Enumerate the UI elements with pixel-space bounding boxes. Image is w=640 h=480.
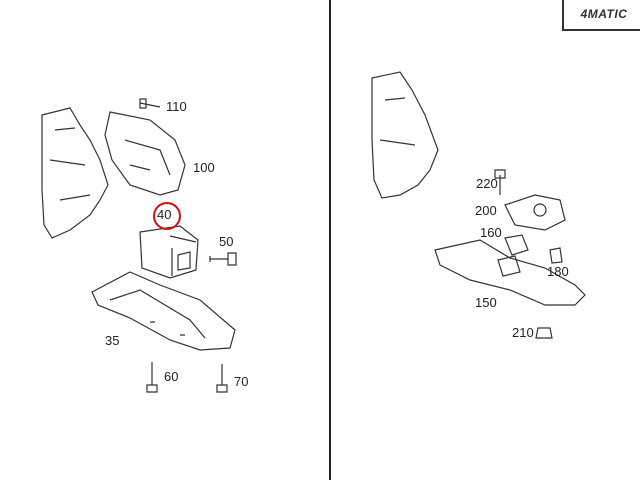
transmission-housing-right	[371, 71, 439, 199]
bolt-60	[146, 362, 158, 393]
part-label-70[interactable]: 70	[234, 374, 249, 389]
part-label-210[interactable]: 210	[512, 325, 534, 340]
part-label-60[interactable]: 60	[164, 369, 179, 384]
part-label-110[interactable]: 110	[166, 99, 187, 114]
highlight-circle-40	[153, 202, 181, 230]
part-label-220[interactable]: 220	[476, 176, 498, 191]
panel-divider	[329, 0, 331, 480]
bolt-110	[139, 98, 161, 109]
part-label-200[interactable]: 200	[475, 203, 497, 218]
part-label-35[interactable]: 35	[105, 333, 120, 348]
part-label-50[interactable]: 50	[219, 234, 234, 249]
part-label-160[interactable]: 160	[480, 225, 502, 240]
transmission-housing-left	[41, 107, 109, 239]
nut-210	[535, 327, 553, 339]
part-180	[549, 247, 563, 264]
4matic-logo: 4MATIC	[562, 0, 640, 31]
mount-200	[504, 194, 566, 231]
part-label-40[interactable]: 40	[157, 207, 172, 222]
bolt-220	[494, 169, 506, 195]
crossmember-35	[91, 271, 236, 351]
logo-text: 4MATIC	[580, 6, 628, 21]
crossmember-150	[434, 239, 586, 306]
bolt-50	[209, 252, 237, 266]
part-160	[504, 234, 529, 256]
part-label-100[interactable]: 100	[193, 160, 215, 175]
bracket-100	[104, 111, 186, 196]
part-label-180[interactable]: 180	[547, 264, 569, 279]
bolt-70	[216, 364, 228, 393]
mount-40	[139, 225, 199, 279]
part-label-150[interactable]: 150	[475, 295, 497, 310]
